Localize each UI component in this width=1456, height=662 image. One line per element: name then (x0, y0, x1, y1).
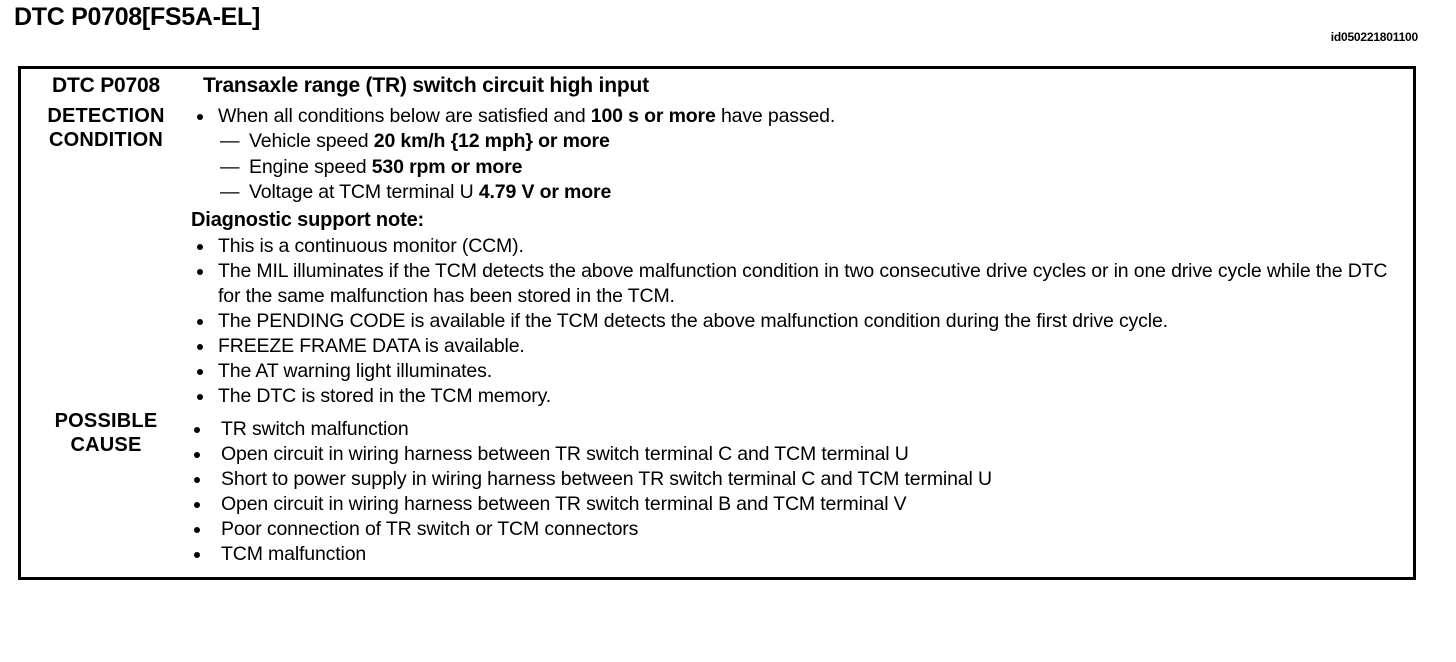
list-item-possible-cause: TR switch malfunction (191, 417, 1413, 442)
list-item-support-note: The DTC is stored in the TCM memory. (191, 384, 1413, 409)
list-item-possible-cause: Poor connection of TR switch or TCM conn… (191, 517, 1413, 542)
page-title: DTC P0708[FS5A-EL] (14, 3, 261, 31)
dtc-description-label: Transaxle range (TR) switch circuit high… (203, 74, 649, 97)
sub-condition-normal: Voltage at TCM terminal U (249, 181, 479, 203)
list-item-possible-cause: Open circuit in wiring harness between T… (191, 492, 1413, 517)
detection-condition-label: DETECTION CONDITION (21, 104, 191, 152)
diagnostic-support-note-title: Diagnostic support note: (191, 208, 425, 231)
list-item-possible-cause: Short to power supply in wiring harness … (191, 467, 1413, 492)
table-row-dtc-header: DTC P0708 Transaxle range (TR) switch ci… (21, 69, 1413, 104)
list-item-sub-condition: Voltage at TCM terminal U 4.79 V or more (191, 180, 1413, 206)
possible-cause-content-cell: TR switch malfunction Open circuit in wi… (191, 409, 1413, 577)
list-item-sub-condition: Engine speed 530 rpm or more (191, 155, 1413, 181)
detection-condition-label-line1: DETECTION (47, 105, 165, 127)
possible-cause-label-line2: CAUSE (70, 433, 142, 456)
diagnostic-support-note-list: This is a continuous monitor (CCM). The … (191, 234, 1413, 409)
sub-condition-normal: Vehicle speed (249, 130, 374, 152)
detection-condition-content-cell: When all conditions below are satisfied … (191, 104, 1413, 409)
sub-condition-bold: 20 km/h {12 mph} or more (373, 130, 610, 152)
dtc-description-cell: Transaxle range (TR) switch circuit high… (191, 69, 1413, 104)
list-item-sub-condition: Vehicle speed 20 km/h {12 mph} or more (191, 129, 1413, 155)
list-item-support-note: The PENDING CODE is available if the TCM… (191, 309, 1413, 334)
dtc-code-cell: DTC P0708 (21, 69, 191, 104)
intro-pre-text: When all conditions below are satisfied … (218, 105, 591, 127)
possible-cause-list: TR switch malfunction Open circuit in wi… (191, 417, 1413, 567)
sub-condition-bold: 4.79 V or more (478, 181, 612, 203)
detection-sub-condition-list: Vehicle speed 20 km/h {12 mph} or more E… (191, 129, 1413, 206)
sub-condition-normal: Engine speed (249, 155, 372, 178)
list-item-support-note: The MIL illuminates if the TCM detects t… (191, 259, 1413, 309)
intro-post-text: have passed. (715, 105, 836, 127)
list-item-possible-cause: Open circuit in wiring harness between T… (191, 442, 1413, 467)
document-id: id050221801100 (1330, 30, 1418, 44)
dtc-specification-table: DTC P0708 Transaxle range (TR) switch ci… (18, 66, 1416, 580)
intro-bold-text: 100 s or more (590, 105, 716, 127)
list-item-intro-condition: When all conditions below are satisfied … (191, 104, 1413, 129)
table-row-detection-condition: DETECTION CONDITION When all conditions … (21, 104, 1413, 409)
detection-condition-label-cell: DETECTION CONDITION (21, 104, 191, 409)
possible-cause-label-cell: POSSIBLE CAUSE (21, 409, 191, 577)
list-item-possible-cause: TCM malfunction (191, 542, 1413, 567)
detection-condition-label-line2: CONDITION (48, 129, 164, 151)
possible-cause-label-line1: POSSIBLE (54, 409, 158, 432)
list-item-support-note: FREEZE FRAME DATA is available. (191, 334, 1413, 359)
list-item-support-note: The AT warning light illuminates. (191, 359, 1413, 384)
possible-cause-label: POSSIBLE CAUSE (21, 409, 191, 457)
dtc-code-label: DTC P0708 (52, 74, 160, 97)
table-row-possible-cause: POSSIBLE CAUSE TR switch malfunction Ope… (21, 409, 1413, 577)
detection-intro-list: When all conditions below are satisfied … (191, 104, 1413, 129)
list-item-support-note: This is a continuous monitor (CCM). (191, 234, 1413, 259)
sub-condition-bold: 530 rpm or more (371, 155, 523, 178)
